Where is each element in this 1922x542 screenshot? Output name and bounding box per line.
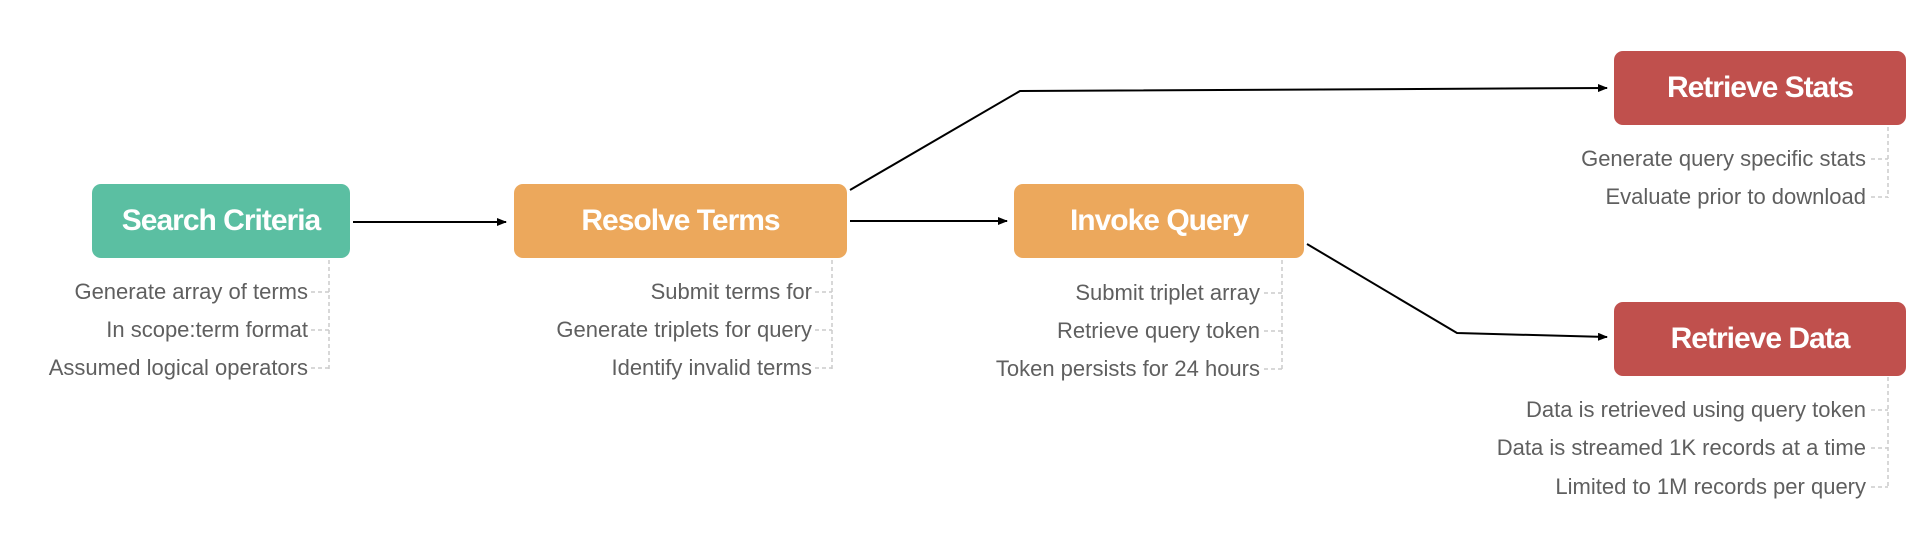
- invoke-query-note: Token persists for 24 hours: [995, 356, 1260, 381]
- search-criteria-label: Search Criteria: [121, 204, 321, 237]
- search-criteria-note: Generate array of terms: [74, 279, 308, 304]
- invoke-query-note: Retrieve query token: [1057, 318, 1260, 343]
- invoke-query-note: Submit triplet array: [1075, 280, 1260, 305]
- search-criteria-note: In scope:term format: [106, 317, 308, 342]
- retrieve-data-label: Retrieve Data: [1670, 322, 1851, 355]
- retrieve-stats-note: Evaluate prior to download: [1605, 184, 1867, 209]
- retrieve-data-node[interactable]: Retrieve Data: [1614, 302, 1906, 376]
- resolve-terms-notes-bracket: [815, 260, 833, 369]
- search-criteria-node[interactable]: Search Criteria: [92, 184, 350, 258]
- search-criteria-notes-bracket: [311, 260, 330, 369]
- retrieve-stats-notes-bracket: [1871, 127, 1889, 198]
- resolve-terms-label: Resolve Terms: [581, 204, 780, 237]
- resolve-terms-note: Generate triplets for query: [556, 317, 812, 342]
- retrieve-data-note: Limited to 1M records per query: [1555, 474, 1866, 499]
- edge-invoke-to-data: [1306, 243, 1608, 341]
- retrieve-data-note: Data is retrieved using query token: [1526, 397, 1866, 422]
- edge-resolve-to-stats: [849, 84, 1608, 191]
- invoke-query-node[interactable]: Invoke Query: [1014, 184, 1304, 258]
- retrieve-stats-node[interactable]: Retrieve Stats: [1614, 51, 1906, 125]
- invoke-query-notes-bracket: [1264, 260, 1283, 370]
- retrieve-stats-label: Retrieve Stats: [1666, 71, 1854, 104]
- resolve-terms-note: Submit terms for: [650, 279, 812, 304]
- retrieve-stats-note: Generate query specific stats: [1581, 146, 1866, 171]
- retrieve-data-note: Data is streamed 1K records at a time: [1496, 435, 1866, 460]
- invoke-query-label: Invoke Query: [1069, 204, 1249, 237]
- retrieve-data-notes-bracket: [1871, 377, 1889, 489]
- resolve-terms-note: Identify invalid terms: [611, 355, 812, 380]
- resolve-terms-node[interactable]: Resolve Terms: [514, 184, 847, 258]
- search-criteria-note: Assumed logical operators: [48, 355, 308, 380]
